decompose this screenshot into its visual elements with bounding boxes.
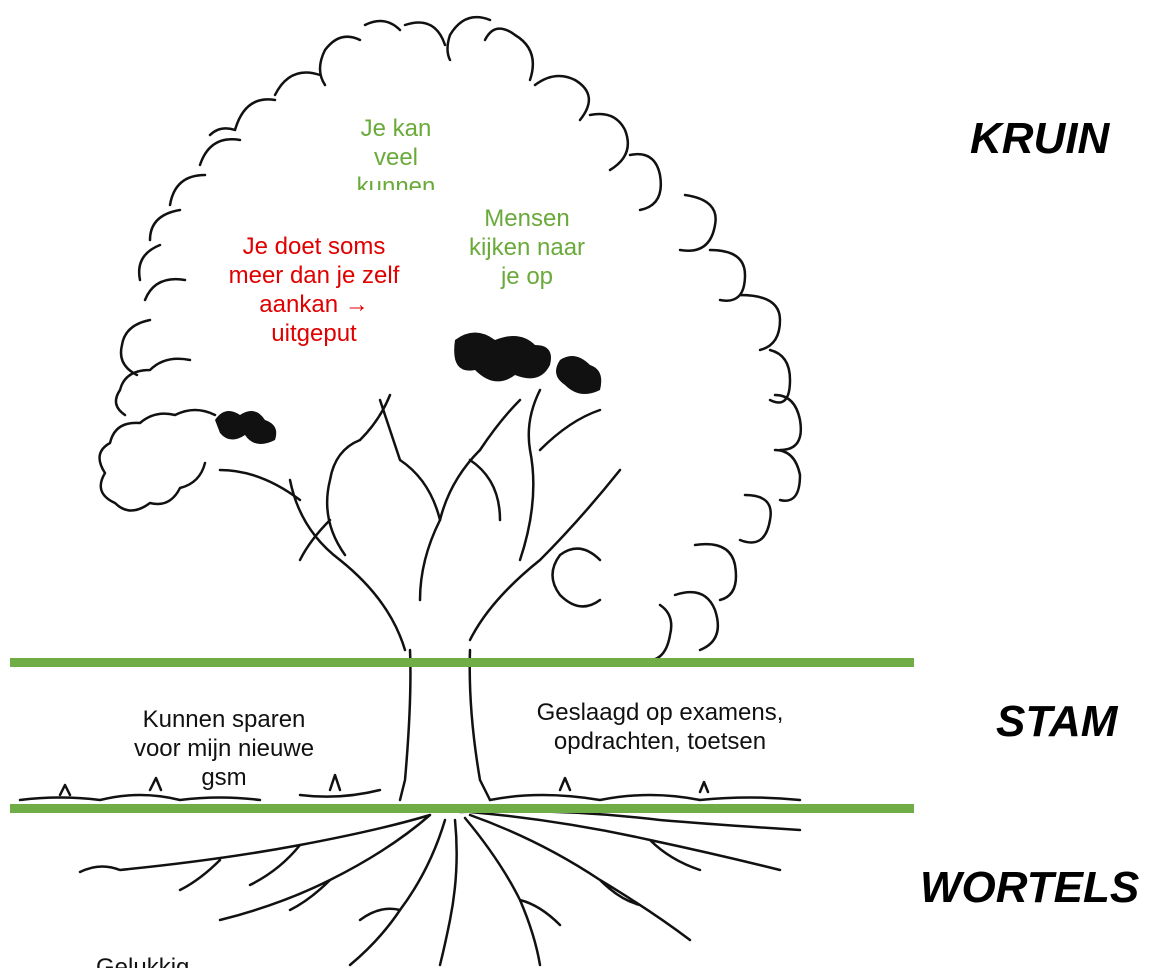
note-gelukkig: Gelukkig (96, 953, 216, 968)
note-line: uitgeput (271, 320, 357, 347)
note-line: opdrachten, toetsen (553, 728, 767, 755)
note-line: Je doet soms (242, 233, 386, 260)
note-line: voor mijn nieuwe (133, 735, 315, 762)
note-line: Mensen (484, 205, 570, 232)
note-line: Gelukkig (96, 954, 190, 968)
note-line: kunnen (356, 173, 436, 190)
note-kunnen-sparen: Kunnen sparen voor mijn nieuwe gsm (104, 705, 344, 797)
note-line: je op (500, 263, 554, 290)
note-line: aankan → (259, 291, 369, 318)
section-label-stam: STAM (996, 697, 1118, 746)
divider-top (10, 658, 914, 667)
note-line: Je kan (360, 115, 432, 142)
roots (78, 809, 802, 967)
crown-outline (98, 15, 803, 662)
note-line: kijken naar (468, 234, 586, 261)
divider-bottom (10, 804, 914, 813)
trunk (398, 648, 492, 802)
note-line: Kunnen sparen (142, 706, 306, 733)
note-mensen-kijken: Mensen kijken naar je op (452, 204, 602, 304)
note-line: veel (373, 144, 419, 171)
note-line: gsm (201, 764, 247, 791)
note-line: meer dan je zelf (228, 262, 400, 289)
note-line: Geslaagd op examens, (536, 699, 784, 726)
note-geslaagd: Geslaagd op examens, opdrachten, toetsen (500, 698, 820, 760)
note-je-doet-soms: Je doet soms meer dan je zelf aankan → u… (204, 232, 424, 354)
section-label-wortels: WORTELS (920, 863, 1140, 912)
section-label-kruin: KRUIN (970, 114, 1110, 163)
note-je-kan-veel: Je kan veel kunnen (326, 114, 466, 190)
